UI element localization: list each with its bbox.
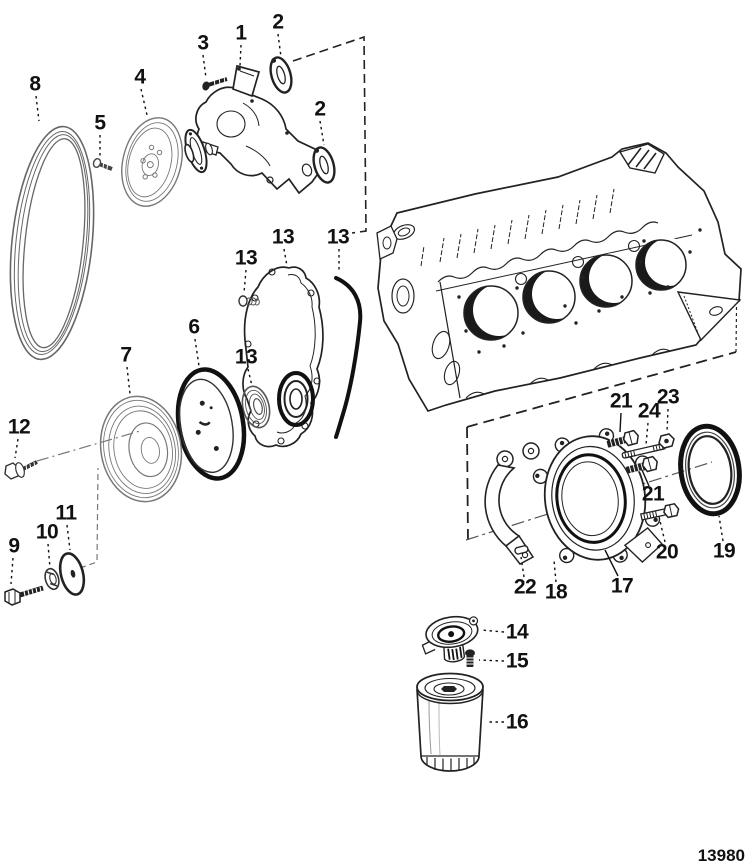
bolt-9 xyxy=(4,585,44,606)
callout-21-2: 21 xyxy=(641,482,665,506)
washer-10 xyxy=(44,567,60,591)
callout-leader-lines xyxy=(10,33,724,723)
callout-5: 5 xyxy=(94,111,106,135)
callout-6: 6 xyxy=(188,315,200,339)
callout-18: 18 xyxy=(544,580,568,604)
callout-13-3: 13 xyxy=(234,246,258,270)
crankshaft-pulley xyxy=(99,395,183,503)
callout-6-leader xyxy=(194,338,200,367)
callout-10-leader xyxy=(47,543,51,569)
callout-12-leader xyxy=(14,438,19,459)
callout-17: 17 xyxy=(610,574,634,598)
callout-10: 10 xyxy=(35,520,59,544)
timing-cover-gasket xyxy=(334,276,363,439)
callout-24: 24 xyxy=(637,399,661,423)
callout-13: 13 xyxy=(271,225,295,249)
callout-20-leader xyxy=(659,520,666,543)
harmonic-balancer xyxy=(175,367,247,481)
callout-9: 9 xyxy=(8,534,20,558)
block-bolt-holes xyxy=(457,228,702,354)
callout-11-leader xyxy=(66,524,71,551)
callout-24-leader xyxy=(645,422,649,446)
nut-23 xyxy=(658,433,675,449)
timing-cover-screw xyxy=(238,295,260,307)
bolt-15 xyxy=(465,649,475,667)
callout-12: 12 xyxy=(7,415,31,439)
callout-21-leader xyxy=(619,412,622,433)
callout-2-2-leader xyxy=(319,120,325,146)
dowel-pin-22 xyxy=(514,545,529,555)
callout-21-2-leader xyxy=(641,469,650,487)
oil-filter xyxy=(416,672,484,772)
callout-22: 22 xyxy=(513,575,537,599)
callout-2-2: 2 xyxy=(314,97,326,121)
callout-19: 19 xyxy=(712,539,736,563)
callout-23-leader xyxy=(666,408,669,433)
rear-seal-gasket xyxy=(484,442,540,565)
callout-1: 1 xyxy=(235,21,247,45)
callout-17-leader xyxy=(604,549,619,577)
crankshaft-front-seal xyxy=(241,385,271,429)
bolt-20 xyxy=(640,502,680,521)
rear-seal-retainer xyxy=(532,428,664,564)
callout-13-3-leader xyxy=(243,269,247,294)
callout-7-leader xyxy=(126,366,131,395)
bolt-5 xyxy=(92,158,113,171)
bolt-21-upper xyxy=(606,429,639,448)
callout-2-leader xyxy=(277,33,282,58)
cylinder-block xyxy=(376,142,742,413)
callout-9-leader xyxy=(10,557,14,585)
callout-1-leader xyxy=(239,44,242,67)
callout-3-leader xyxy=(202,54,207,79)
callout-19-leader xyxy=(718,515,724,542)
callout-20: 20 xyxy=(655,540,679,564)
water-pump-gasket-upper xyxy=(269,56,293,94)
callout-21: 21 xyxy=(609,389,633,413)
thermostat xyxy=(421,615,479,663)
callout-4-leader xyxy=(140,88,148,116)
bolt-21-lower xyxy=(625,455,658,474)
bolt-3 xyxy=(202,75,228,91)
callout-4: 4 xyxy=(134,65,146,89)
callout-8-leader xyxy=(35,95,40,122)
water-pump-pulley xyxy=(121,117,183,207)
callout-16: 16 xyxy=(505,710,529,734)
callout-3: 3 xyxy=(197,31,209,55)
washer-11 xyxy=(58,552,86,596)
callout-15-leader xyxy=(478,659,505,662)
callout-23: 23 xyxy=(656,385,680,409)
callout-13-leader xyxy=(283,248,288,267)
callout-14-leader xyxy=(480,629,505,633)
callout-2: 2 xyxy=(272,10,284,34)
callout-14: 14 xyxy=(505,620,529,644)
drive-belt xyxy=(9,125,95,361)
callout-8: 8 xyxy=(29,72,41,96)
callout-13-4: 13 xyxy=(234,345,258,369)
water-pump xyxy=(184,64,323,195)
water-pump-gasket-lower xyxy=(312,146,336,184)
callout-7: 7 xyxy=(120,343,132,367)
callout-15: 15 xyxy=(505,649,529,673)
rear-main-seal xyxy=(678,423,742,517)
bolt-12 xyxy=(4,460,38,480)
callout-11: 11 xyxy=(55,501,77,525)
figure-number: 13980 xyxy=(697,846,745,865)
callout-18-leader xyxy=(553,559,557,583)
callout-13-2: 13 xyxy=(326,225,350,249)
cylinder-bores xyxy=(463,238,693,341)
